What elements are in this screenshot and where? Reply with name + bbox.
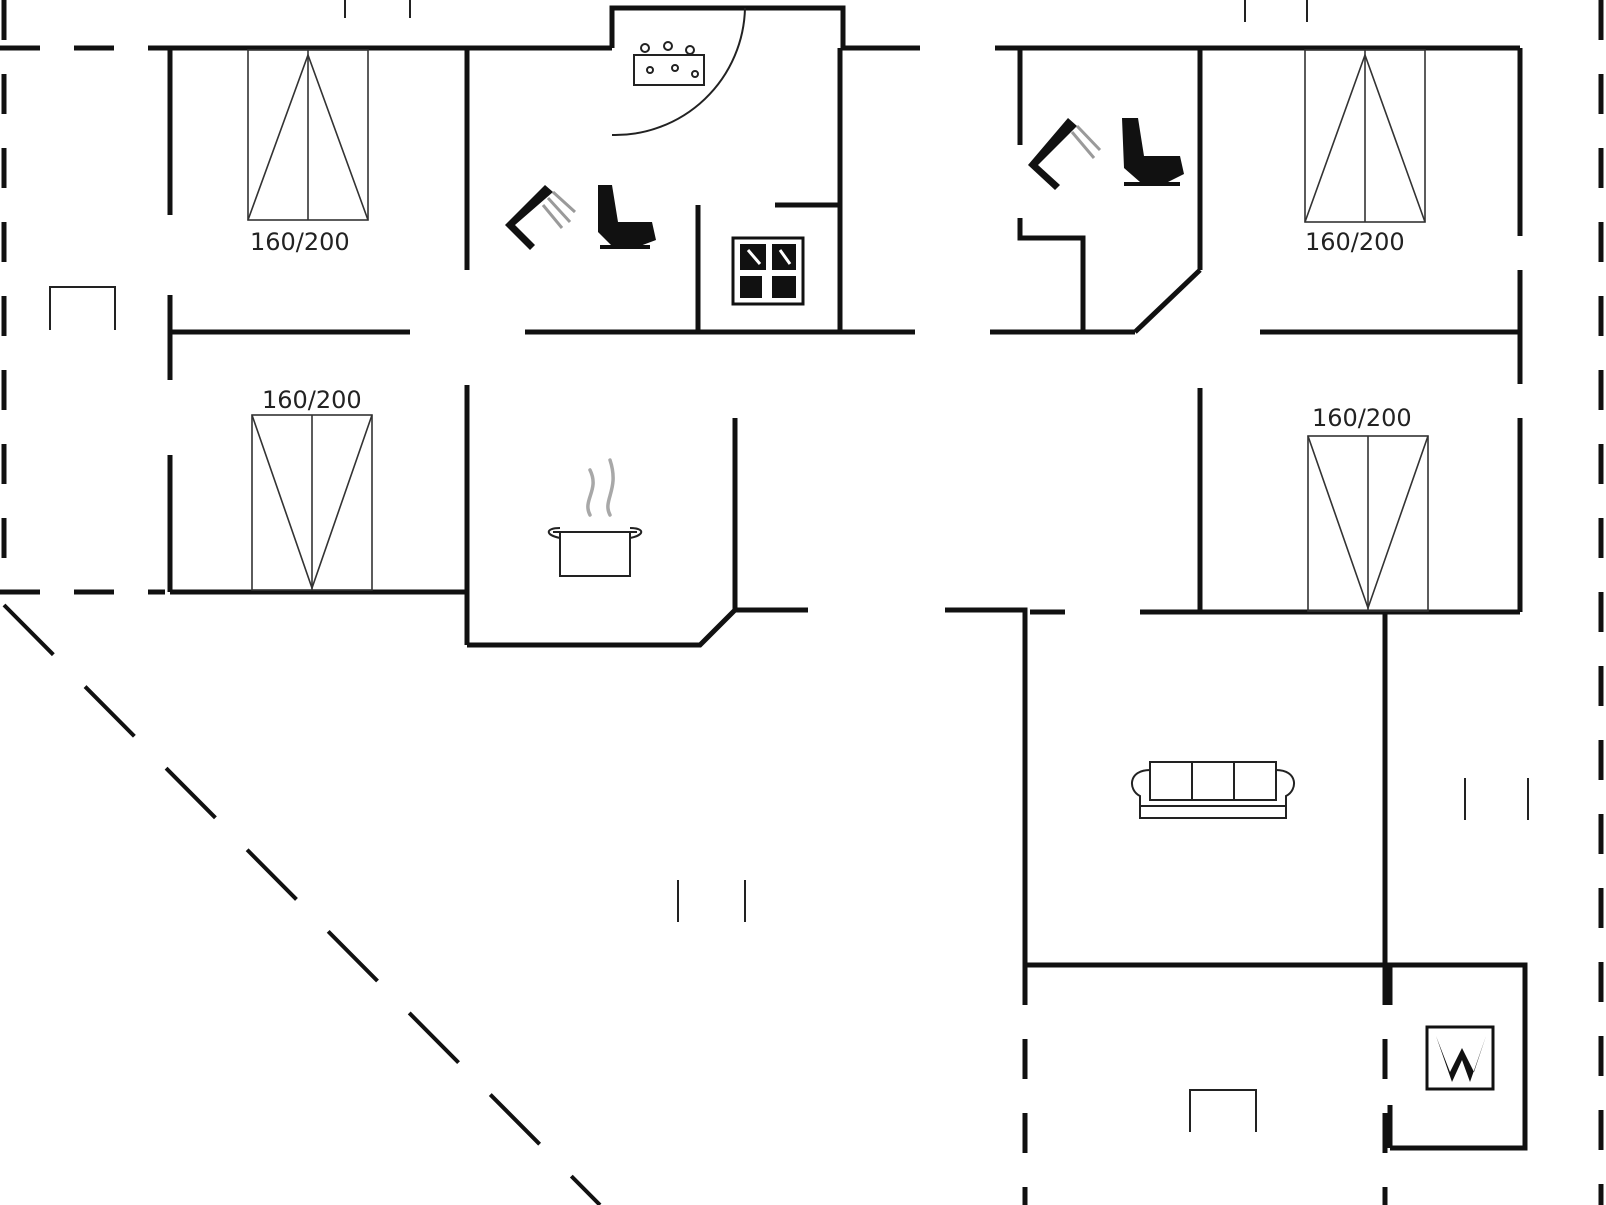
sofa-icon [1131, 761, 1295, 819]
washing-machine-icon [731, 236, 805, 306]
stove-icon [547, 458, 643, 577]
bed-size-label: 160/200 [1305, 228, 1405, 256]
bed-top-left [247, 49, 369, 221]
bed-size-label: 160/200 [1312, 404, 1412, 432]
bed-mid-left [251, 414, 373, 591]
window-marks [344, 0, 1529, 922]
bed-size-label: 160/200 [250, 228, 350, 256]
shower-icon [1028, 118, 1102, 190]
shower-icon [505, 185, 577, 250]
walls [165, 5, 1528, 1151]
sauna-icon [611, 7, 746, 137]
table-mark [1189, 1089, 1257, 1132]
bed-top-right [1304, 49, 1426, 223]
bed-mid-right [1307, 435, 1429, 612]
toilet-icon [1122, 118, 1184, 186]
table-mark [49, 286, 116, 330]
bed-size-label: 160/200 [262, 386, 362, 414]
fireplace-icon [1425, 1025, 1495, 1091]
toilet-icon [598, 185, 656, 249]
